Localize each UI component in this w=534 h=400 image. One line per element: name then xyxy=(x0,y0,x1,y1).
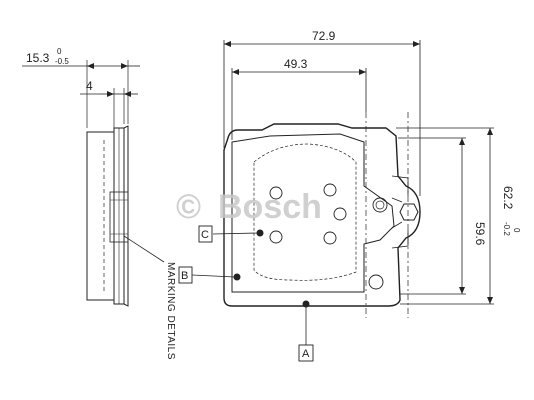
inner-height-dimension: 59.6 xyxy=(473,222,487,246)
backplate-dimension: 4 xyxy=(86,79,93,93)
backing-plate-outline xyxy=(223,123,421,307)
overall-width-dimension: 72.9 xyxy=(312,29,336,43)
callout-a: A xyxy=(298,344,314,362)
marking-details-note: MARKING DETAILS xyxy=(165,262,176,360)
side-clip xyxy=(123,125,129,307)
side-view xyxy=(22,60,165,307)
callout-b-label: B xyxy=(181,270,188,282)
friction-material-outline xyxy=(231,133,395,293)
callout-c-label: C xyxy=(201,229,209,241)
watermark-symbol: © xyxy=(176,188,201,226)
thickness-tol-upper: 0 xyxy=(57,47,62,56)
front-dimensions xyxy=(223,40,494,305)
inner-width-dimension: 49.3 xyxy=(284,57,308,71)
outer-height-tol-lower: -0.2 xyxy=(502,222,511,236)
callout-c: C xyxy=(198,225,213,243)
outer-height-tol-upper: 0 xyxy=(512,228,521,233)
watermark-text: Bosch xyxy=(218,188,322,226)
bosch-watermark: © Bosch xyxy=(176,188,322,226)
side-abutment xyxy=(109,191,129,243)
dashed-contour xyxy=(253,143,357,281)
front-view xyxy=(191,112,421,345)
outer-height-dimension: 62.2 xyxy=(501,186,515,210)
thickness-dimension: 15.3 xyxy=(26,51,50,65)
thickness-tol-lower: -0.5 xyxy=(55,57,69,66)
callout-a-label: A xyxy=(302,348,310,360)
callout-b: B xyxy=(178,266,193,284)
marking-leader xyxy=(123,235,165,263)
